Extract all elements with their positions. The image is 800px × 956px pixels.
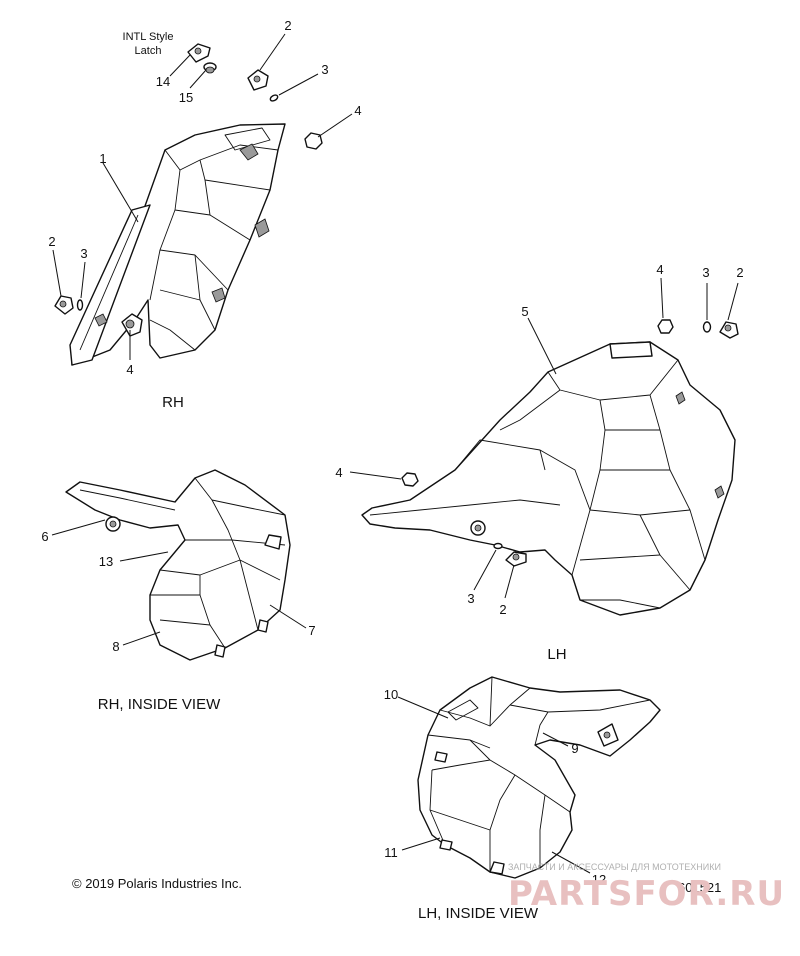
leader-1 [102,162,139,223]
copyright-notice: © 2019 Polaris Industries Inc. [72,876,242,891]
leader-14 [169,54,191,77]
watermark: ЗАПЧАСТИ И АКСЕССУАРЫ ДЛЯ МОТОТЕХНИКИ PA… [508,862,785,914]
callout-13: 13 [99,554,113,569]
callout-8: 8 [112,639,119,654]
fastener-2-top: 2 [247,18,292,91]
callout-2-rh: 2 [48,234,55,249]
callout-4-lh-top: 4 [656,262,663,277]
leader-11 [401,837,441,851]
callout-11: 11 [384,845,398,860]
leader-6 [51,519,106,536]
diagram-number: 601521 [678,880,721,895]
caption-rh: RH [162,394,184,411]
washer-3-lh-top: 3 [702,265,712,333]
latch-note-line2: Latch [135,45,162,57]
callout-2-top: 2 [284,18,291,33]
callout-3-lh-bottom: 3 [467,591,474,606]
callout-1: 1 [99,151,106,166]
callout-4-lh-side: 4 [335,465,342,480]
callout-3-top: 3 [321,62,328,77]
fastener-2-lh-top: 2 [719,265,744,339]
callout-6: 6 [41,529,48,544]
caption-rh-inside: RH, INSIDE VIEW [98,696,221,713]
caption-lh-inside: LH, INSIDE VIEW [418,905,539,922]
callout-4-top: 4 [354,103,361,118]
latch-note-line1: INTL Style [123,31,174,43]
leader-15 [189,69,207,89]
leader-13 [119,551,169,562]
callout-3-rh: 3 [80,246,87,261]
rh-inside-view [65,469,291,661]
nut-4-lh-top: 4 [656,262,674,334]
callout-2-lh-top: 2 [736,265,743,280]
washer-3-rh: 3 [76,246,88,311]
washer-3-lh-bottom: 3 [467,542,503,606]
callout-7: 7 [308,623,315,638]
callout-5: 5 [521,304,528,319]
caption-lh: LH [547,646,566,663]
callout-15: 15 [179,90,193,105]
lh-fender-assembly [361,341,736,616]
callout-10: 10 [384,687,398,702]
intl-latch-group: INTL Style Latch 14 15 [123,31,217,105]
callout-9: 9 [571,741,578,756]
callout-14: 14 [156,74,170,89]
intl-latch-part [187,43,211,63]
lh-inside-view [417,676,661,879]
fastener-2-rh: 2 [48,234,74,315]
leader-5 [527,317,557,375]
leader-9 [542,732,569,747]
callout-4-rh: 4 [126,362,133,377]
callout-3-lh-top: 3 [702,265,709,280]
callout-12: 12 [592,872,606,887]
leader-10 [397,696,449,719]
callout-2-lh-bottom: 2 [499,602,506,617]
nut-4-top: 4 [304,103,362,150]
latch-washer-part [203,62,217,74]
rh-fender-assembly [69,123,286,366]
nut-4-lh-side: 4 [335,465,419,487]
leader-12 [551,851,591,874]
fastener-2-lh-bottom: 2 [499,551,527,617]
washer-3-top: 3 [269,62,329,102]
watermark-logo: PARTSFOR.RU [508,874,785,914]
leader-8 [122,631,161,646]
watermark-tagline: ЗАПЧАСТИ И АКСЕССУАРЫ ДЛЯ МОТОТЕХНИКИ [508,862,721,872]
leader-7 [269,604,307,629]
